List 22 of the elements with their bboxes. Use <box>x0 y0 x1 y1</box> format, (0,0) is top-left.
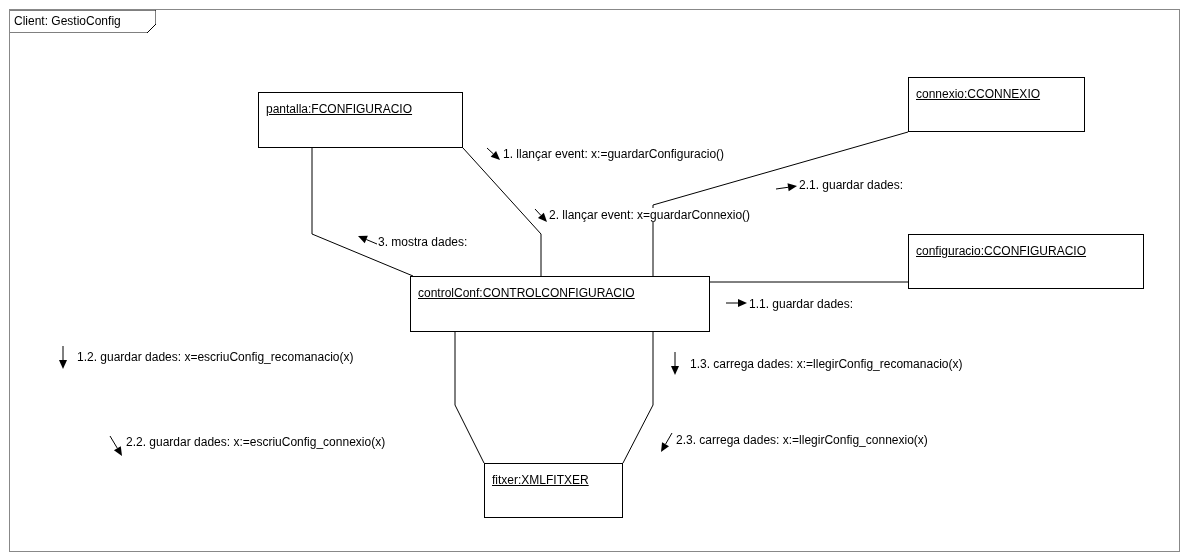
object-box: configuracio:CCONFIGURACIO <box>908 234 1144 289</box>
message-label: 3. mostra dades: <box>377 235 469 249</box>
message-label: 2.2. guardar dades: x:=escriuConfig_connexio(x) <box>125 435 387 449</box>
message-label: 2.1. guardar dades: <box>798 178 905 192</box>
link-line <box>311 147 414 277</box>
object-box: fitxer:XMLFITXER <box>484 463 623 518</box>
message-label: 1.2. guardar dades: x=escriuConfig_recomanacio(x) <box>76 350 355 364</box>
diagram-frame <box>9 9 1180 552</box>
link-line <box>462 147 542 277</box>
link-line <box>652 131 909 277</box>
message-label: 1.1. guardar dades: <box>748 297 855 311</box>
message-label: 2.3. carrega dades: x:=llegirConfig_connexio(x) <box>675 433 929 447</box>
object-box: controlConf:CONTROLCONFIGURACIO <box>410 276 710 332</box>
message-label: 1. llançar event: x:=guardarConfiguracio() <box>502 147 726 161</box>
message-label: 2. llançar event: x=guardarConnexio() <box>548 208 752 222</box>
frame-title: Client: GestioConfig <box>10 10 156 33</box>
link-line <box>622 331 654 464</box>
link-line <box>709 281 909 283</box>
link-line <box>454 331 485 464</box>
object-box: connexio:CCONNEXIO <box>908 77 1085 132</box>
object-box: pantalla:FCONFIGURACIO <box>258 92 463 148</box>
message-label: 1.3. carrega dades: x:=llegirConfig_recomanacio(x) <box>689 357 964 371</box>
